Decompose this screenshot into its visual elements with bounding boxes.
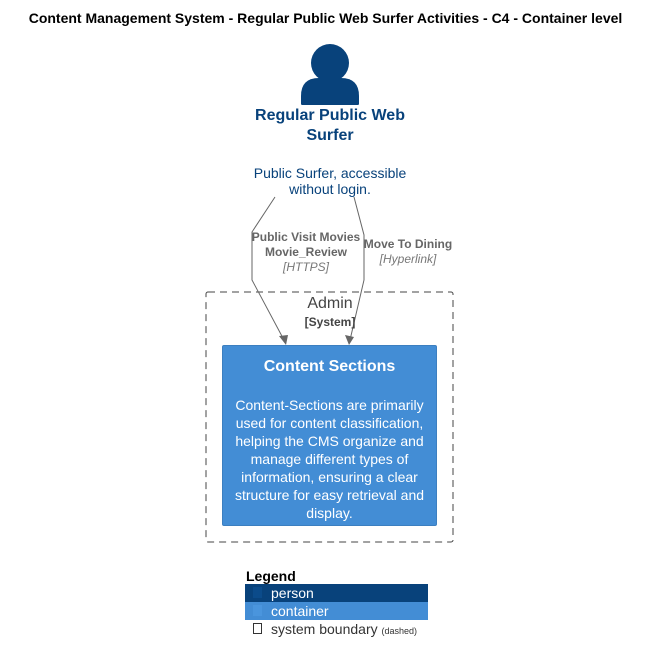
diagram-title: Content Management System - Regular Publ…	[28, 10, 623, 26]
person-icon	[301, 44, 359, 105]
relationship-label-visit: Public Visit Movies Movie_Review [HTTPS]	[236, 230, 376, 275]
container-description: Content-Sections are primarily used for …	[234, 397, 425, 521]
person-name-line1: Regular Public Web	[255, 107, 405, 124]
relationship-line-dining	[349, 196, 365, 341]
person-desc-line2: without login.	[289, 181, 371, 197]
relationship-label-dining-line1: Move To Dining	[363, 237, 453, 251]
legend-swatch-container	[253, 605, 262, 616]
relationship-arrowhead-dining	[345, 335, 354, 345]
boundary-type: [System]	[304, 315, 356, 329]
relationship-label-dining: Move To Dining [Hyperlink]	[362, 237, 454, 267]
legend-title: Legend	[246, 568, 296, 584]
legend-swatch-boundary	[253, 623, 262, 634]
relationship-arrowhead-visit	[279, 335, 288, 345]
legend-item-boundary: system boundary (dashed)	[245, 620, 428, 638]
relationship-label-visit-line1: Public Visit Movies	[251, 230, 361, 244]
legend-swatch-person	[253, 587, 262, 598]
person-desc-line1: Public Surfer, accessible	[253, 165, 407, 181]
person-name: Regular Public Web Surfer	[230, 106, 430, 146]
container-name: Content Sections	[263, 358, 396, 375]
person-name-line2: Surfer	[306, 127, 354, 144]
relationship-technology-visit: [HTTPS]	[282, 260, 329, 274]
boundary-name: Admin	[307, 295, 353, 312]
legend-label-container: container	[271, 603, 329, 619]
legend-label-boundary: system boundary	[271, 621, 378, 637]
relationship-technology-dining: [Hyperlink]	[379, 252, 437, 266]
legend-label-person: person	[271, 585, 314, 601]
legend-item-person: person	[245, 584, 428, 602]
person-description: Public Surfer, accessible without login.	[230, 165, 430, 197]
legend-note-boundary: (dashed)	[381, 626, 418, 636]
container-content-sections: Content Sections Content-Sections are pr…	[222, 345, 437, 526]
relationship-line-visit	[251, 196, 285, 341]
relationship-label-visit-line2: Movie_Review	[264, 245, 348, 259]
legend-item-container: container	[245, 602, 428, 620]
system-boundary	[205, 291, 454, 543]
